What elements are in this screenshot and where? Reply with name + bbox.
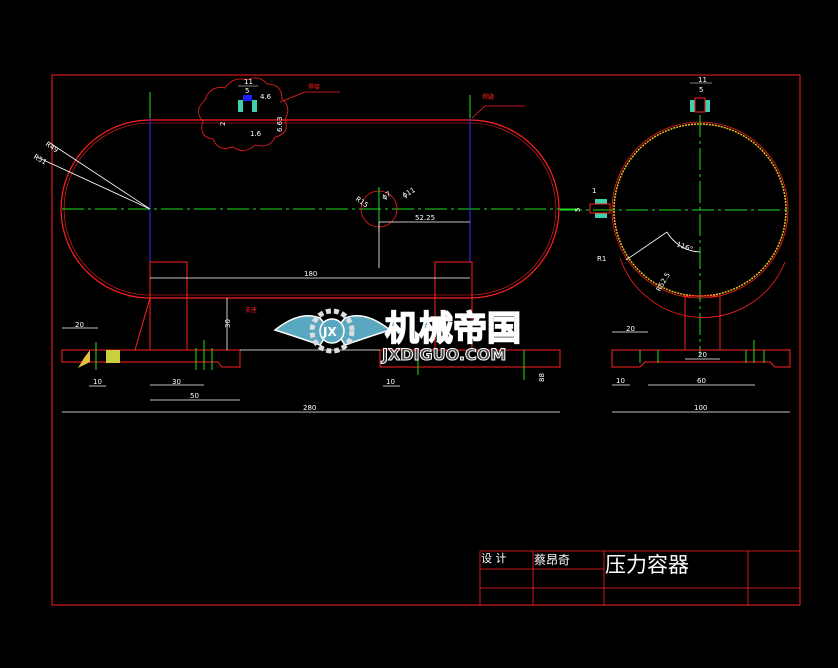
dim-top-w: 11	[698, 76, 707, 84]
design-label: 设 计	[481, 552, 507, 565]
weld-hatch-right	[106, 350, 120, 363]
dim-nozzle-h: 2	[219, 122, 227, 126]
radius-leader-1	[49, 142, 151, 210]
dim-nozzle-b: 1.6	[250, 130, 262, 138]
brand-cn: 机械帝国	[385, 309, 521, 349]
drawing-border	[51, 74, 801, 606]
dim-nozzle-t: 4.6	[260, 93, 272, 101]
leader-nozzle-note: 焊接	[308, 83, 320, 91]
dim-side-h: 5	[574, 208, 582, 212]
top-nozzle-body	[694, 97, 706, 113]
leader-end-note: 焊缝	[482, 93, 494, 101]
dim-total-len: 280	[303, 404, 316, 412]
support-left	[149, 261, 188, 351]
brand-url: JXDIGUO.COM	[381, 345, 506, 364]
side-base	[611, 349, 791, 368]
side-nozzle-body	[589, 203, 611, 214]
drawing-title: 压力容器	[605, 553, 689, 577]
dim-hole-r: R15	[354, 195, 370, 209]
dim-r-inner: R51	[32, 153, 48, 167]
radius-leader-2	[36, 156, 151, 210]
dim-nozzle-inner: 5	[245, 87, 249, 95]
dim-total-w: 100	[694, 404, 707, 412]
dim-top-inner: 5	[699, 86, 703, 94]
saddle-pad	[619, 257, 786, 318]
logo-text: JX	[322, 325, 337, 339]
base-left-brace	[134, 297, 151, 351]
dim-nozzle-depth: 6.63	[276, 116, 284, 132]
watermark-logo: JX 机械帝国 JXDIGUO.COM	[273, 308, 522, 365]
dim-side-t: 1	[592, 187, 596, 195]
designer-name: 蔡昂奇	[534, 553, 570, 567]
dim-hole-d1: ϕ7	[381, 190, 393, 202]
dim-edge: 10	[616, 377, 625, 385]
dim-base-left: 20	[626, 325, 635, 333]
end-leader	[471, 105, 486, 119]
vessel-outer-shell	[60, 119, 560, 299]
top-nozzle-weld-left	[690, 100, 695, 112]
angle-arc	[666, 231, 701, 253]
top-nozzle-weld-right	[705, 100, 710, 112]
dim-base-inner: 30	[172, 378, 181, 386]
dim-post-w: 20	[698, 351, 707, 359]
dim-left-w: 20	[75, 321, 84, 329]
dim-support-h: 30	[224, 319, 232, 328]
nozzle-leader	[279, 91, 306, 103]
logo-badge	[319, 318, 345, 344]
side-view: 11 5 1 5 R1 116° R52.5 20 20 10 60 100	[560, 76, 791, 413]
detail-cloud	[198, 77, 289, 151]
dim-support-span: 180	[304, 270, 317, 278]
nozzle-right-weld	[252, 100, 257, 112]
dim-pad-r: R1	[597, 255, 606, 263]
dim-angle: 116°	[675, 240, 694, 253]
side-support-post	[684, 295, 721, 351]
dim-right-h: 88	[538, 373, 546, 382]
nozzle-left-weld	[238, 100, 243, 112]
dim-right-slot: 10	[386, 378, 395, 386]
dim-nozzle-w: 11	[244, 78, 253, 86]
vessel-inner-shell	[63, 122, 557, 296]
title-block	[479, 550, 800, 605]
dim-hole-d2: ϕ11	[401, 186, 417, 200]
base-right	[379, 349, 561, 368]
dim-hole-offset: 52.25	[415, 214, 435, 222]
nozzle-core	[243, 95, 252, 101]
side-nozzle-weld-bottom	[595, 213, 607, 218]
weld-hatch-left	[78, 350, 90, 368]
dim-base-outer: 50	[190, 392, 199, 400]
dim-left-slot: 10	[93, 378, 102, 386]
leader-support-note: 支座	[245, 306, 257, 314]
dim-bolt-span: 60	[697, 377, 706, 385]
angle-leader	[625, 231, 668, 261]
side-nozzle-weld-top	[595, 199, 607, 204]
gear-icon	[309, 308, 355, 354]
